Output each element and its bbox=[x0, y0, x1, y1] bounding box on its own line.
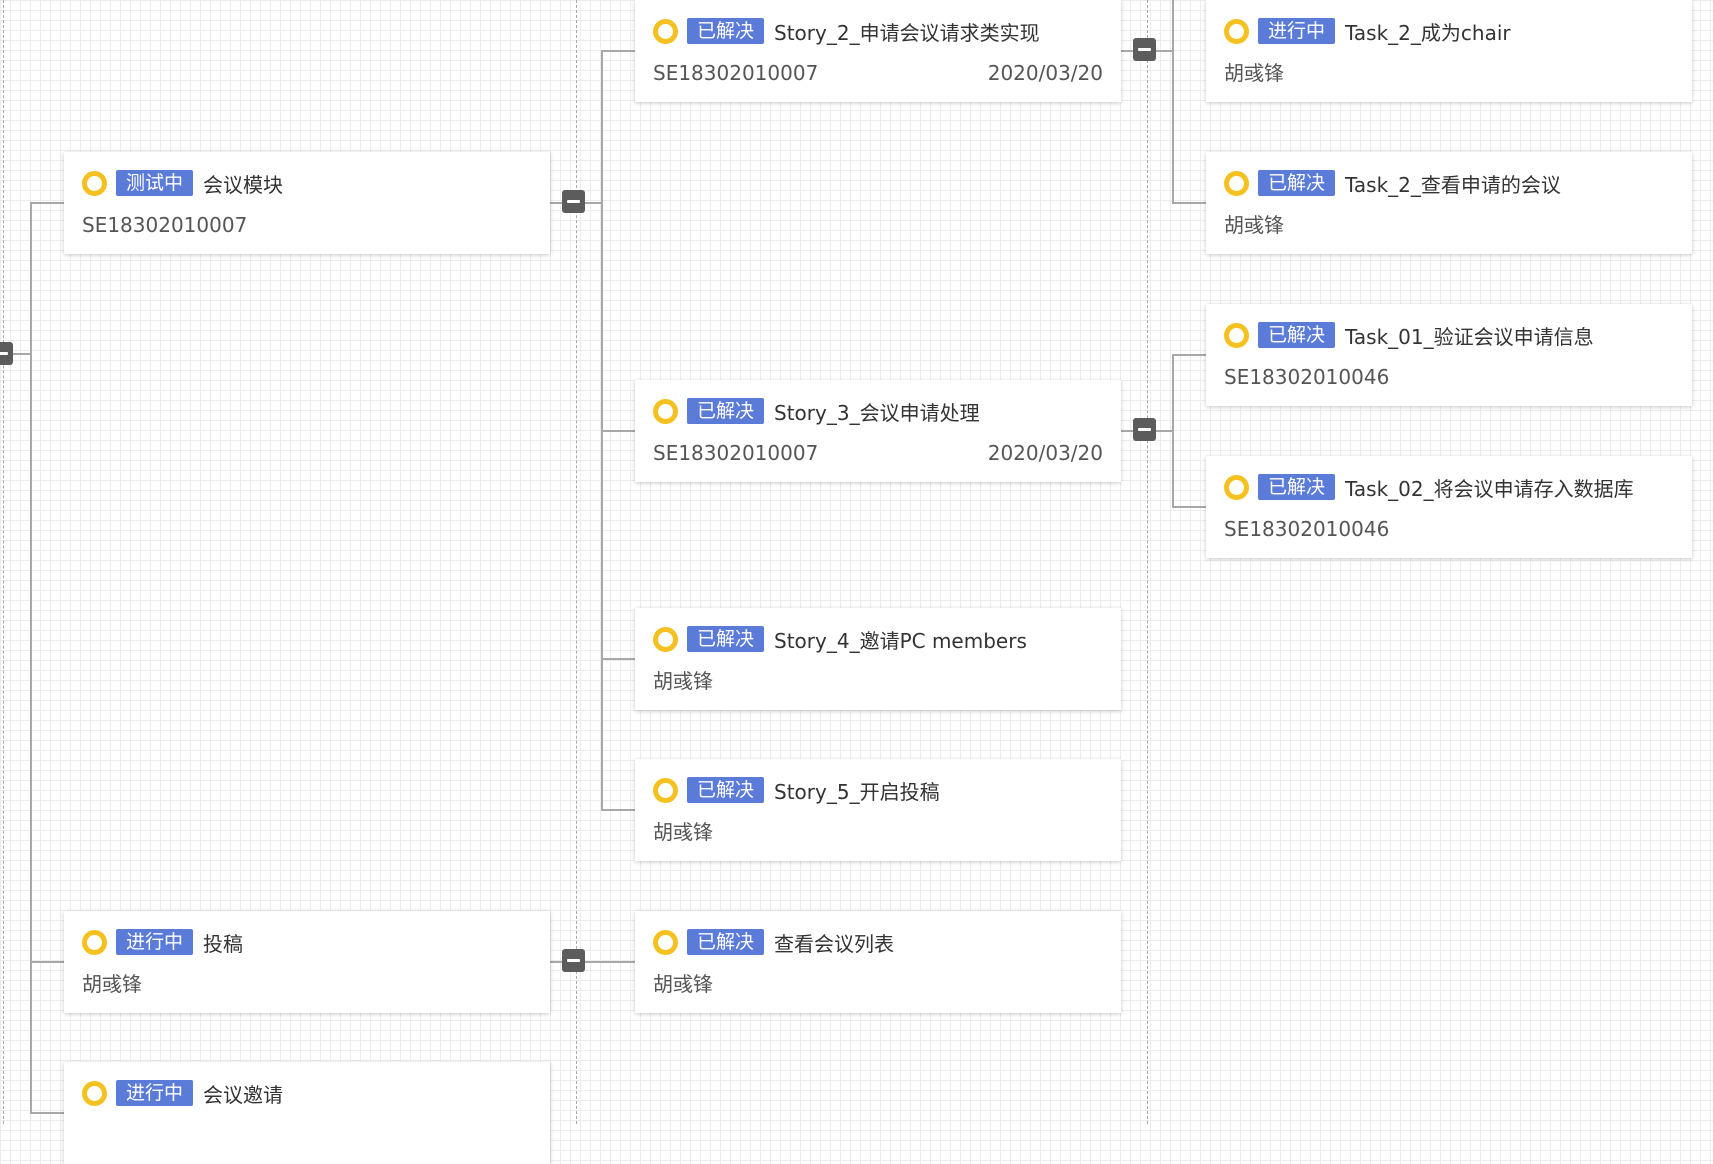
status-circle-icon bbox=[82, 929, 107, 955]
card-id: SE18302010046 bbox=[1224, 517, 1390, 541]
tree-connector bbox=[1172, 0, 1174, 203]
status-circle-icon bbox=[1224, 170, 1249, 196]
card-header: 进行中 Task_2_成为chair bbox=[1224, 14, 1511, 48]
status-circle-icon bbox=[653, 18, 678, 44]
card-header: 测试中 会议模块 bbox=[82, 166, 283, 200]
tree-connector bbox=[1172, 354, 1206, 356]
card-header: 进行中 投稿 bbox=[82, 925, 243, 959]
tree-connector bbox=[601, 430, 635, 432]
tree-connector bbox=[30, 1112, 64, 1114]
card-title: 投稿 bbox=[203, 931, 244, 956]
module-card-invitation[interactable]: 进行中 会议邀请 bbox=[64, 1062, 550, 1164]
card-assignee: 胡彧锋 bbox=[1224, 61, 1284, 85]
card-assignee: 胡彧锋 bbox=[653, 972, 713, 996]
task-card[interactable]: 已解决 Task_01_验证会议申请信息 SE18302010046 bbox=[1206, 304, 1692, 406]
card-title: Story_4_邀请PC members bbox=[774, 628, 1027, 653]
card-title: Task_01_验证会议申请信息 bbox=[1345, 324, 1594, 349]
module-card-meeting[interactable]: 测试中 会议模块 SE18302010007 bbox=[64, 152, 550, 254]
card-assignee: 胡彧锋 bbox=[82, 972, 142, 996]
status-circle-icon bbox=[653, 777, 678, 803]
collapse-module-meeting-toggle[interactable] bbox=[562, 190, 585, 213]
status-badge: 进行中 bbox=[116, 1080, 194, 1106]
story-card[interactable]: 已解决 Story_3_会议申请处理 SE18302010007 2020/03… bbox=[635, 380, 1121, 482]
status-badge: 已解决 bbox=[687, 777, 765, 803]
status-circle-icon bbox=[653, 929, 678, 955]
card-title: Task_02_将会议申请存入数据库 bbox=[1345, 476, 1634, 501]
status-circle-icon bbox=[1224, 322, 1249, 348]
status-badge: 进行中 bbox=[1258, 18, 1336, 44]
module-card-submission[interactable]: 进行中 投稿 胡彧锋 bbox=[64, 911, 550, 1013]
column-separator bbox=[1147, 0, 1148, 1124]
status-circle-icon bbox=[82, 170, 107, 196]
status-badge: 已解决 bbox=[687, 626, 765, 652]
status-badge: 进行中 bbox=[116, 929, 194, 955]
status-circle-icon bbox=[82, 1080, 107, 1106]
card-header: 已解决 Task_2_查看申请的会议 bbox=[1224, 166, 1561, 200]
task-card[interactable]: 进行中 Task_2_成为chair 胡彧锋 bbox=[1206, 0, 1692, 102]
card-header: 已解决 查看会议列表 bbox=[653, 925, 894, 959]
card-id: SE18302010007 bbox=[653, 441, 819, 465]
card-header: 进行中 会议邀请 bbox=[82, 1076, 283, 1110]
column-separator bbox=[3, 0, 4, 1124]
tree-connector bbox=[601, 658, 635, 660]
card-assignee: 胡彧锋 bbox=[1224, 213, 1284, 237]
status-badge: 已解决 bbox=[687, 398, 765, 424]
collapse-story-3-toggle[interactable] bbox=[1133, 418, 1156, 441]
task-card[interactable]: 已解决 Task_2_查看申请的会议 胡彧锋 bbox=[1206, 152, 1692, 254]
card-header: 已解决 Story_3_会议申请处理 bbox=[653, 394, 980, 428]
tree-connector bbox=[12, 353, 30, 355]
card-header: 已解决 Story_4_邀请PC members bbox=[653, 622, 1027, 656]
story-card[interactable]: 已解决 Story_2_申请会议请求类实现 SE18302010007 2020… bbox=[635, 0, 1121, 102]
tree-connector bbox=[30, 961, 64, 963]
status-badge: 已解决 bbox=[687, 929, 765, 955]
tree-connector bbox=[1172, 354, 1174, 507]
status-badge: 已解决 bbox=[1258, 474, 1336, 500]
card-assignee: 胡彧锋 bbox=[653, 820, 713, 844]
status-badge: 测试中 bbox=[116, 170, 194, 196]
story-card[interactable]: 已解决 Story_5_开启投稿 胡彧锋 bbox=[635, 759, 1121, 861]
card-header: 已解决 Task_02_将会议申请存入数据库 bbox=[1224, 470, 1634, 504]
tree-connector bbox=[30, 202, 64, 204]
status-badge: 已解决 bbox=[687, 18, 765, 44]
card-assignee: 胡彧锋 bbox=[653, 669, 713, 693]
card-title: 会议邀请 bbox=[203, 1082, 284, 1107]
tree-connector bbox=[601, 50, 635, 52]
task-card[interactable]: 已解决 Task_02_将会议申请存入数据库 SE18302010046 bbox=[1206, 456, 1692, 558]
collapse-story-2-toggle[interactable] bbox=[1133, 38, 1156, 61]
card-header: 已解决 Story_5_开启投稿 bbox=[653, 773, 940, 807]
collapse-module-submission-toggle[interactable] bbox=[562, 949, 585, 972]
story-card[interactable]: 已解决 Story_4_邀请PC members 胡彧锋 bbox=[635, 608, 1121, 710]
card-title: Task_2_查看申请的会议 bbox=[1345, 172, 1561, 197]
status-badge: 已解决 bbox=[1258, 170, 1336, 196]
card-title: Story_3_会议申请处理 bbox=[774, 400, 980, 425]
status-circle-icon bbox=[1224, 18, 1249, 44]
card-header: 已解决 Story_2_申请会议请求类实现 bbox=[653, 14, 1040, 48]
card-id: SE18302010007 bbox=[82, 213, 248, 237]
collapse-root-toggle[interactable] bbox=[0, 342, 13, 365]
card-title: Story_2_申请会议请求类实现 bbox=[774, 20, 1040, 45]
column-separator bbox=[576, 0, 577, 1124]
status-circle-icon bbox=[653, 626, 678, 652]
tree-connector bbox=[1172, 202, 1206, 204]
card-id: SE18302010007 bbox=[653, 61, 819, 85]
status-circle-icon bbox=[653, 398, 678, 424]
card-title: 会议模块 bbox=[203, 172, 284, 197]
card-date: 2020/03/20 bbox=[987, 61, 1103, 85]
card-title: Task_2_成为chair bbox=[1345, 20, 1511, 45]
status-badge: 已解决 bbox=[1258, 322, 1336, 348]
card-title: Story_5_开启投稿 bbox=[774, 779, 940, 804]
tree-connector bbox=[1172, 506, 1206, 508]
status-circle-icon bbox=[1224, 474, 1249, 500]
story-card[interactable]: 已解决 查看会议列表 胡彧锋 bbox=[635, 911, 1121, 1013]
tree-connector bbox=[30, 202, 32, 1114]
card-id: SE18302010046 bbox=[1224, 365, 1390, 389]
card-title: 查看会议列表 bbox=[774, 931, 895, 956]
tree-connector bbox=[601, 809, 635, 811]
card-header: 已解决 Task_01_验证会议申请信息 bbox=[1224, 318, 1594, 352]
tree-connector bbox=[549, 961, 635, 963]
card-date: 2020/03/20 bbox=[987, 441, 1103, 465]
